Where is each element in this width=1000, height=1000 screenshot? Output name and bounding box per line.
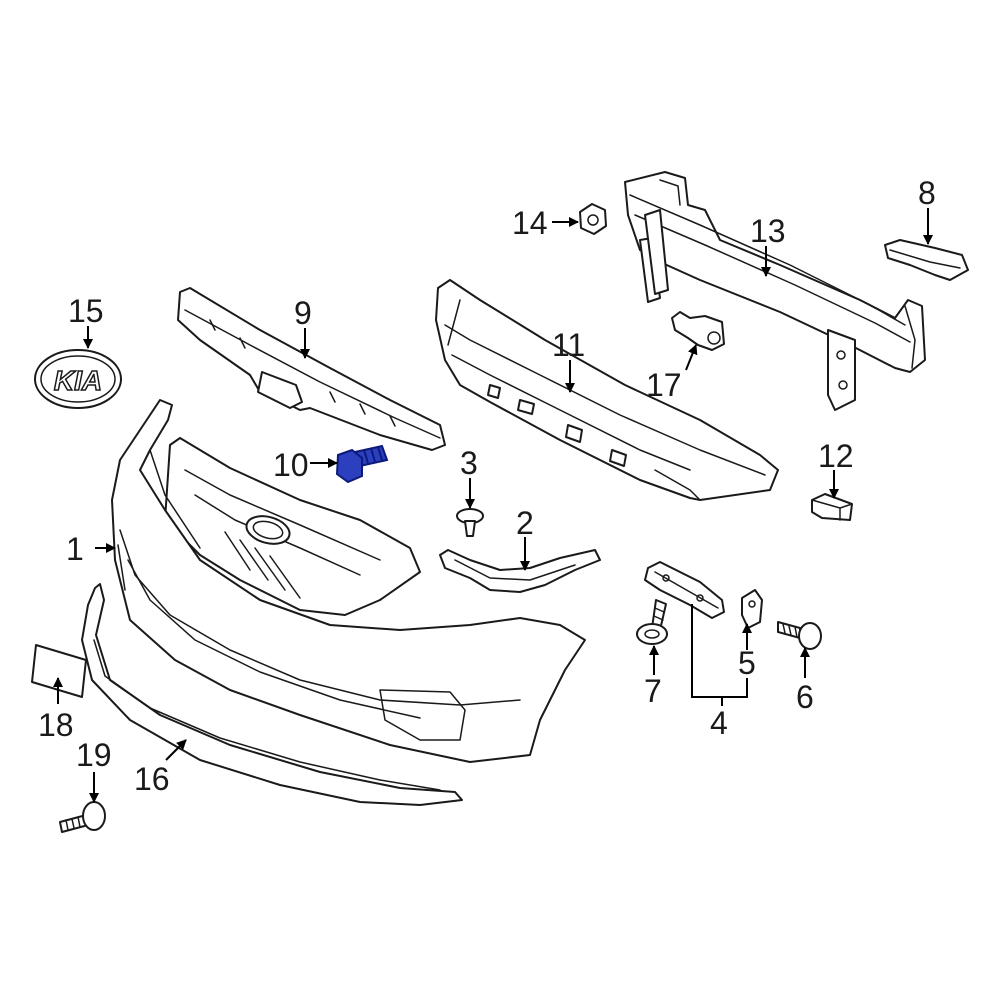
bumper-cover-part-1[interactable] [111, 399, 586, 763]
energy-absorber-part-11[interactable] [435, 279, 779, 501]
retainer-part-5[interactable] [741, 589, 763, 629]
callout-18: 18 [38, 707, 74, 743]
callout-6: 6 [796, 679, 814, 715]
callout-16: 16 [134, 761, 170, 797]
callout-13: 13 [750, 213, 786, 249]
callout-10: 10 [273, 447, 309, 483]
callout-9: 9 [294, 295, 312, 331]
clip-part-3[interactable] [456, 508, 484, 537]
callout-8: 8 [918, 175, 936, 211]
bolt-part-19[interactable] [59, 801, 106, 833]
callout-11: 11 [552, 327, 585, 363]
callout-numbers: 1 2 3 4 5 6 7 8 9 10 11 12 13 14 15 16 1… [38, 175, 936, 797]
callout-15: 15 [68, 293, 104, 329]
bolt-part-10-highlighted[interactable] [335, 444, 389, 484]
sensor-part-17[interactable] [671, 311, 725, 351]
callout-7: 7 [644, 673, 662, 709]
callout-1: 1 [66, 531, 84, 567]
callout-17: 17 [646, 367, 682, 403]
plate-part-18[interactable] [31, 644, 87, 698]
screw-part-7[interactable] [636, 599, 668, 645]
callout-2: 2 [516, 505, 534, 541]
callout-12: 12 [818, 438, 854, 474]
lower-strip-part-16[interactable] [81, 583, 463, 806]
pad-part-12[interactable] [811, 493, 853, 521]
side-bracket-part-4[interactable] [644, 561, 725, 619]
bracket-part-8[interactable] [884, 239, 969, 281]
callout-19: 19 [76, 737, 112, 773]
callout-14: 14 [512, 205, 548, 241]
emblem-text: KIA [54, 365, 102, 396]
reinforcement-bar-part-13[interactable] [624, 171, 926, 411]
nut-part-14[interactable] [579, 203, 607, 235]
screw-part-6[interactable] [777, 621, 822, 650]
grille [164, 437, 421, 616]
callout-3: 3 [460, 445, 478, 481]
emblem-part-15[interactable]: KIA [34, 349, 122, 409]
callout-4: 4 [710, 705, 728, 741]
callout-5: 5 [738, 645, 756, 681]
bracket-part-2[interactable] [439, 549, 601, 593]
leader-lines [53, 208, 933, 803]
